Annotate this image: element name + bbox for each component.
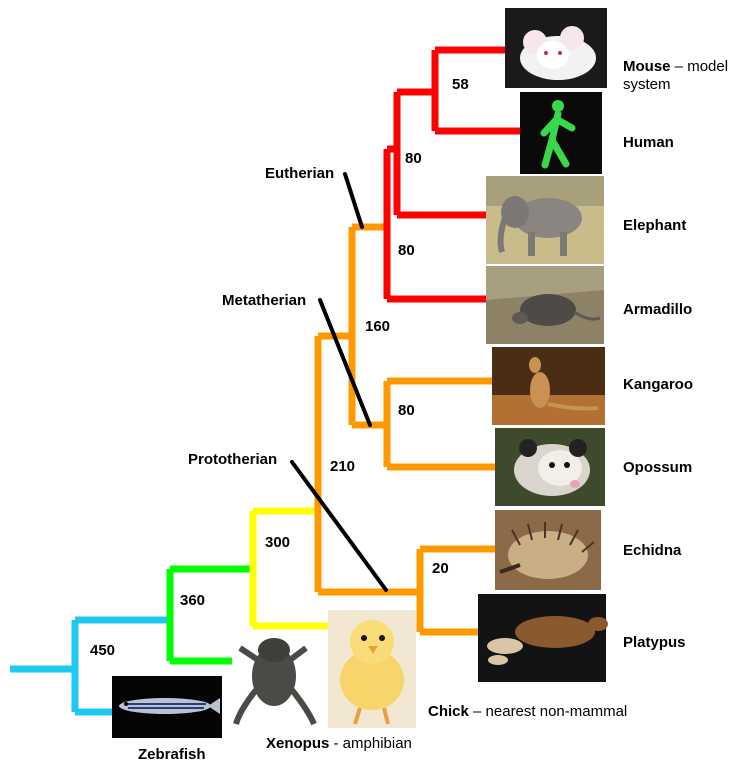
species-label-xenopus: Xenopus - amphibian: [266, 735, 412, 753]
species-note: - amphibian: [329, 735, 412, 752]
species-label-mouse: Mouse – model system: [623, 58, 738, 94]
divergence-360: 360: [180, 592, 205, 609]
divergence-80-marsupial: 80: [398, 402, 415, 419]
species-name: Mouse: [623, 58, 671, 75]
species-label-opossum: Opossum: [623, 459, 692, 477]
divergence-20: 20: [432, 560, 449, 577]
zebrafish-photo: [112, 676, 222, 738]
prototherian-pointer: [292, 462, 386, 590]
species-name: Chick: [428, 703, 469, 720]
divergence-58: 58: [452, 76, 469, 93]
platypus-photo: [478, 594, 608, 682]
species-name: Zebrafish: [138, 746, 206, 763]
clade-label-prototherian: Prototherian: [188, 451, 277, 469]
species-label-armadillo: Armadillo: [623, 301, 692, 319]
species-name: Echidna: [623, 542, 681, 559]
divergence-450: 450: [90, 642, 115, 659]
species-label-platypus: Platypus: [623, 634, 686, 652]
species-label-kangaroo: Kangaroo: [623, 376, 693, 394]
species-label-chick: Chick – nearest non-mammal: [428, 703, 627, 721]
species-label-zebrafish: Zebrafish: [138, 746, 206, 764]
species-name: Elephant: [623, 217, 686, 234]
clade-label-eutherian: Eutherian: [265, 165, 334, 183]
branch-mammals: [318, 227, 495, 632]
species-label-echidna: Echidna: [623, 542, 681, 560]
mouse-photo: [505, 8, 607, 88]
elephant-photo: [486, 176, 604, 264]
species-label-human: Human: [623, 134, 674, 152]
kangaroo-photo: [492, 347, 605, 425]
frog-photo: [232, 638, 318, 732]
species-name: Opossum: [623, 459, 692, 476]
species-name: Armadillo: [623, 301, 692, 318]
divergence-160: 160: [365, 318, 390, 335]
divergence-300: 300: [265, 534, 290, 551]
species-label-elephant: Elephant: [623, 217, 686, 235]
divergence-80-afrotheria: 80: [398, 242, 415, 259]
opossum-photo: [495, 428, 605, 506]
armadillo-photo: [486, 266, 604, 344]
echidna-photo: [495, 510, 601, 590]
clade-label-metatherian: Metatherian: [222, 292, 306, 310]
species-name: Human: [623, 134, 674, 151]
divergence-210: 210: [330, 458, 355, 475]
metatherian-pointer: [320, 300, 370, 425]
walking-man-signal-photo: [520, 92, 602, 174]
eutherian-pointer: [345, 174, 362, 227]
divergence-80-boreo: 80: [405, 150, 422, 167]
species-name: Platypus: [623, 634, 686, 651]
species-name: Xenopus: [266, 735, 329, 752]
species-name: Kangaroo: [623, 376, 693, 393]
species-note: – nearest non-mammal: [469, 703, 627, 720]
chick-photo: [328, 610, 416, 728]
